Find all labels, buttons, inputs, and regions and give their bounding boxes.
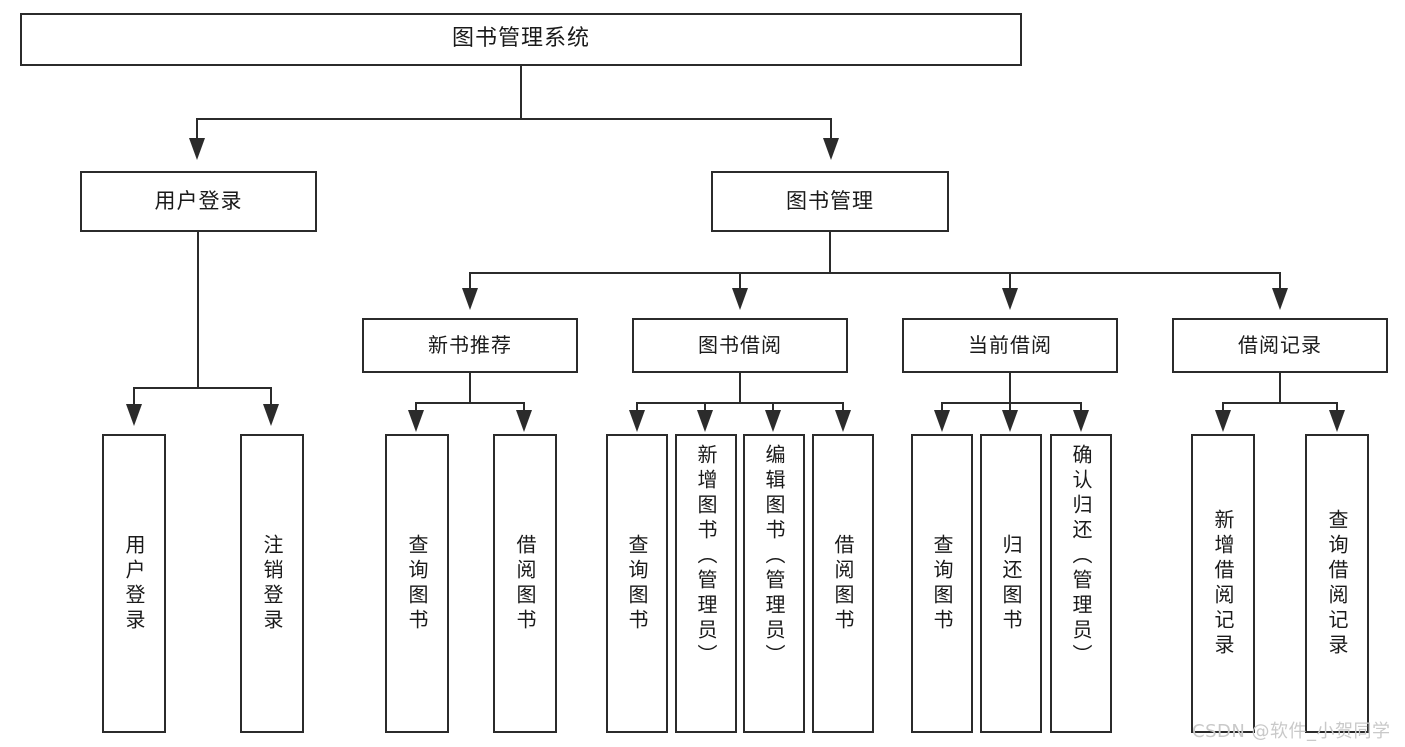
connector-bm-drop-1 — [469, 272, 471, 289]
arrow-to-leaf-query-book-2 — [629, 410, 645, 432]
node-label: 新书推荐 — [428, 333, 512, 358]
connector-nbr-drop-1 — [415, 402, 417, 412]
node-label: 图书借阅 — [698, 333, 782, 358]
connector-bb-drop-1 — [636, 402, 638, 412]
connector-root-bar — [196, 118, 832, 120]
node-label: 编辑图书（管理员） — [762, 444, 786, 669]
arrow-to-current-borrow — [1002, 288, 1018, 310]
arrow-to-leaf-add-book-admin — [697, 410, 713, 432]
arrow-to-leaf-query-borrow-record — [1329, 410, 1345, 432]
connector-bb-bar — [636, 402, 844, 404]
connector-cb-drop-3 — [1080, 402, 1082, 412]
connector-user-login-drop-2 — [270, 387, 272, 405]
node-book-management[interactable]: 图书管理 — [711, 171, 949, 232]
node-label: 查询借阅记录 — [1325, 508, 1349, 659]
leaf-query-borrow-record[interactable]: 查询借阅记录 — [1305, 434, 1369, 733]
connector-cb-drop-2 — [1009, 402, 1011, 412]
connector-bb-drop-4 — [842, 402, 844, 412]
arrow-to-leaf-add-borrow-record — [1215, 410, 1231, 432]
node-label: 查询图书 — [930, 533, 954, 634]
connector-user-login-stem — [197, 232, 199, 388]
node-label: 归还图书 — [999, 533, 1023, 634]
arrow-to-user-login — [189, 138, 205, 160]
arrow-to-leaf-borrow-book-1 — [516, 410, 532, 432]
connector-bb-drop-2 — [704, 402, 706, 412]
leaf-return-book[interactable]: 归还图书 — [980, 434, 1042, 733]
leaf-edit-book-admin[interactable]: 编辑图书（管理员） — [743, 434, 805, 733]
node-label: 图书管理系统 — [451, 26, 590, 52]
node-label: 确认归还（管理员） — [1069, 444, 1093, 669]
node-book-management-system[interactable]: 图书管理系统 — [20, 13, 1022, 66]
node-label: 新增借阅记录 — [1211, 508, 1235, 659]
connector-nbr-stem — [469, 373, 471, 403]
leaf-confirm-return-admin[interactable]: 确认归还（管理员） — [1050, 434, 1112, 733]
connector-cb-bar — [941, 402, 1082, 404]
connector-br-drop-2 — [1336, 402, 1338, 412]
node-label: 新增图书（管理员） — [694, 444, 718, 669]
arrow-to-leaf-confirm-return-admin — [1073, 410, 1089, 432]
leaf-borrow-book-1[interactable]: 借阅图书 — [493, 434, 557, 733]
connector-bb-stem — [739, 373, 741, 403]
leaf-add-book-admin[interactable]: 新增图书（管理员） — [675, 434, 737, 733]
connector-nbr-bar — [415, 402, 525, 404]
csdn-watermark: CSDN @软件_小贺同学 — [1192, 721, 1391, 742]
connector-bm-drop-3 — [1009, 272, 1011, 289]
arrow-to-leaf-borrow-book-2 — [835, 410, 851, 432]
node-label: 借阅记录 — [1238, 333, 1322, 358]
node-label: 用户登录 — [154, 188, 243, 213]
connector-root-drop-right — [830, 118, 832, 140]
leaf-logout-login[interactable]: 注销登录 — [240, 434, 304, 733]
node-label: 注销登录 — [260, 533, 284, 634]
arrow-to-new-book-recommend — [462, 288, 478, 310]
arrow-to-leaf-return-book — [1002, 410, 1018, 432]
node-label: 查询图书 — [625, 533, 649, 634]
arrow-to-book-borrow — [732, 288, 748, 310]
arrow-to-book-management — [823, 138, 839, 160]
connector-bm-drop-4 — [1279, 272, 1281, 289]
connector-cb-drop-1 — [941, 402, 943, 412]
connector-br-drop-1 — [1222, 402, 1224, 412]
node-current-borrow[interactable]: 当前借阅 — [902, 318, 1118, 373]
connector-root-drop-left — [196, 118, 198, 140]
arrow-to-leaf-query-book-1 — [408, 410, 424, 432]
connector-br-bar — [1222, 402, 1338, 404]
node-book-borrow[interactable]: 图书借阅 — [632, 318, 848, 373]
node-label: 借阅图书 — [831, 533, 855, 634]
node-borrow-record[interactable]: 借阅记录 — [1172, 318, 1388, 373]
connector-br-stem — [1279, 373, 1281, 403]
arrow-to-borrow-record — [1272, 288, 1288, 310]
leaf-query-book-1[interactable]: 查询图书 — [385, 434, 449, 733]
leaf-query-book-3[interactable]: 查询图书 — [911, 434, 973, 733]
leaf-borrow-book-2[interactable]: 借阅图书 — [812, 434, 874, 733]
connector-nbr-drop-2 — [523, 402, 525, 412]
arrow-to-leaf-edit-book-admin — [765, 410, 781, 432]
arrow-to-leaf-query-book-3 — [934, 410, 950, 432]
node-label: 用户登录 — [122, 533, 146, 634]
node-user-login[interactable]: 用户登录 — [80, 171, 317, 232]
arrow-to-leaf-logout-login — [263, 404, 279, 426]
node-new-book-recommend[interactable]: 新书推荐 — [362, 318, 578, 373]
node-label: 图书管理 — [786, 188, 874, 213]
arrow-to-leaf-user-login — [126, 404, 142, 426]
node-label: 当前借阅 — [968, 333, 1052, 358]
connector-root-stem — [520, 66, 522, 119]
connector-bm-drop-2 — [739, 272, 741, 289]
leaf-query-book-2[interactable]: 查询图书 — [606, 434, 668, 733]
connector-bb-drop-3 — [772, 402, 774, 412]
connector-book-management-stem — [829, 232, 831, 273]
connector-book-management-bar — [469, 272, 1281, 274]
connector-user-login-drop-1 — [133, 387, 135, 405]
connector-cb-stem — [1009, 373, 1011, 403]
leaf-user-login[interactable]: 用户登录 — [102, 434, 166, 733]
leaf-add-borrow-record[interactable]: 新增借阅记录 — [1191, 434, 1255, 733]
node-label: 借阅图书 — [513, 533, 537, 634]
connector-user-login-bar — [133, 387, 272, 389]
node-label: 查询图书 — [405, 533, 429, 634]
